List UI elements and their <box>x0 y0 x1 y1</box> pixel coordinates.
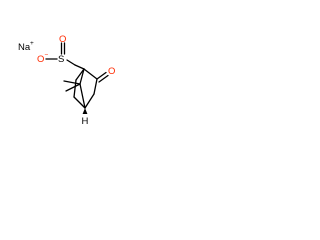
bond-ch2-c1 <box>74 64 85 70</box>
bond-c4-c5 <box>73 96 86 109</box>
bridgehead-hydrogen-label: H <box>82 116 89 127</box>
sodium-charge: + <box>30 40 34 47</box>
molecule-structure: Na + O − S O O H <box>18 34 115 127</box>
bond-c1-c2 <box>83 68 98 80</box>
sulfur-label: S <box>58 54 64 65</box>
bond-c7-c4 <box>79 83 86 109</box>
bond-c1-c7 <box>79 68 85 85</box>
ketone-oxygen-label: O <box>108 66 115 77</box>
bond-c2-o-double-b <box>98 74 109 83</box>
bond-s-ch2 <box>66 59 76 66</box>
bond-c2-o-double-a <box>96 71 107 80</box>
bond-c6-c1 <box>75 68 85 81</box>
bond-c2-c3 <box>93 78 98 95</box>
bond-c7-methyl-a <box>63 80 81 85</box>
bond-c3-c4 <box>84 93 95 109</box>
sulfinyl-oxygen-label: O <box>59 34 66 45</box>
bond-lines <box>45 42 109 114</box>
bond-c4-h-wedge <box>82 108 88 114</box>
atom-labels: Na + O − S O O H <box>18 34 115 127</box>
bond-c7-methyl-b <box>65 83 81 92</box>
sulfinate-oxygen-label: O <box>37 54 44 65</box>
sodium-label: Na <box>18 42 31 53</box>
sulfinate-oxygen-charge: − <box>45 52 49 59</box>
